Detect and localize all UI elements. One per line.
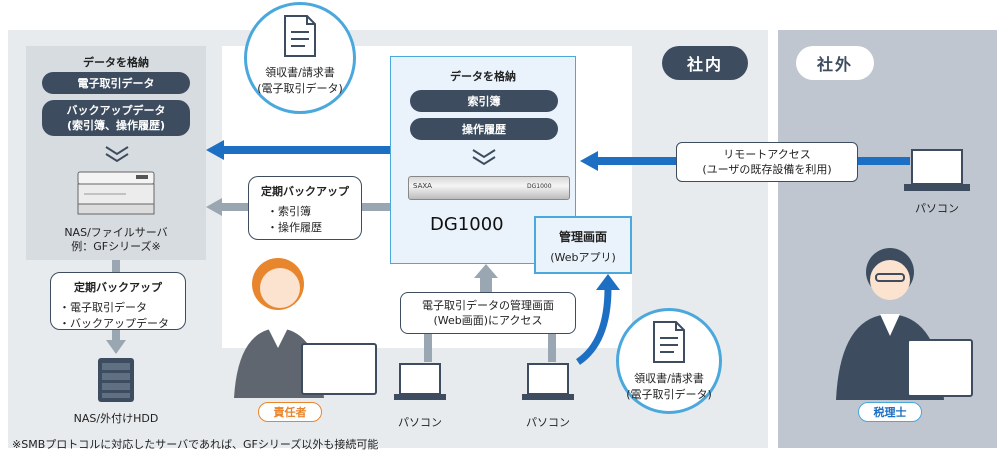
chevron-down-icon — [105, 146, 129, 163]
pc2-label: パソコン — [526, 416, 570, 429]
admin-screen-subtitle: (Webアプリ) — [550, 251, 616, 264]
document-callout-top-line2: (電子取引データ) — [257, 82, 343, 95]
nas-backup-title: 定期バックアップ — [74, 281, 162, 294]
footnote: ※SMBプロトコルに対応したサーバであれば、GFシリーズ以外も接続可能 — [12, 438, 379, 451]
nas-item-ec-data: 電子取引データ — [42, 72, 190, 94]
dg-backup-item: ・操作履歴 — [267, 221, 322, 234]
document-callout-bottom-line1: 領収書/請求書 — [634, 372, 704, 385]
admin-screen-title: 管理画面 — [558, 230, 607, 244]
dg1000-device-brand: SAXA — [413, 182, 432, 190]
access-box: 電子取引データの管理画面 (Web画面)にアクセス — [400, 292, 576, 334]
document-callout-top-line1: 領収書/請求書 — [265, 66, 335, 79]
dg-item-history: 操作履歴 — [410, 118, 558, 140]
manager-person-illustration — [234, 258, 377, 398]
admin-access-arrow — [575, 274, 620, 365]
nas-backup-item: ・バックアップデータ — [59, 317, 169, 330]
remote-access-subtitle: (ユーザの既存設備を利用) — [702, 163, 832, 176]
outside-zone-label: 社外 — [796, 46, 874, 80]
document-callout-bottom-line2: (電子取引データ) — [626, 388, 712, 401]
document-icon — [653, 321, 685, 363]
document-callout-top — [244, 2, 356, 114]
tax-accountant-illustration — [836, 248, 973, 400]
admin-screen-box: 管理画面 (Webアプリ) — [534, 216, 632, 274]
dg-backup-item: ・索引簿 — [267, 205, 311, 218]
document-icon — [284, 15, 316, 57]
access-title: 電子取引データの管理画面 — [422, 299, 554, 312]
nas-backup-item: ・電子取引データ — [59, 301, 147, 314]
dg1000-device-icon: SAXA DG1000 — [408, 176, 570, 200]
dg1000-label: DG1000 — [430, 214, 504, 235]
hdd-icon — [98, 358, 134, 402]
dg1000-device-model: DG1000 — [527, 183, 552, 190]
nas-item-backup-data: バックアップデータ(索引簿、操作履歴) — [42, 100, 190, 136]
remote-access-title: リモートアクセス — [723, 148, 811, 161]
nas-caption-1: NAS/ファイルサーバ — [64, 226, 168, 239]
dg-panel-title: データを格納 — [450, 70, 516, 83]
access-subtitle: (Web画面)にアクセス — [433, 314, 543, 327]
pc-remote-label: パソコン — [915, 202, 959, 215]
nas-server-icon — [77, 171, 155, 215]
hdd-caption: NAS/外付けHDD — [73, 412, 159, 425]
laptop-icon — [522, 363, 574, 400]
nas-caption-2: 例：GFシリーズ※ — [71, 240, 161, 253]
chevron-down-icon — [472, 149, 496, 166]
laptop-icon — [394, 363, 446, 400]
access-arrows — [424, 264, 556, 362]
remote-access-box: リモートアクセス (ユーザの既存設備を利用) — [676, 142, 858, 182]
tax-accountant-label: 税理士 — [858, 402, 922, 422]
dg-backup-title: 定期バックアップ — [261, 185, 349, 198]
nas-dg-arrows — [206, 140, 392, 216]
nas-panel-title: データを格納 — [83, 56, 149, 69]
manager-label: 責任者 — [258, 402, 322, 422]
pc1-label: パソコン — [398, 416, 442, 429]
nas-backup-box: 定期バックアップ ・電子取引データ ・バックアップデータ — [50, 272, 186, 330]
laptop-icon — [904, 149, 970, 191]
inside-zone-label: 社内 — [662, 46, 748, 80]
dg-backup-box: 定期バックアップ ・索引簿 ・操作履歴 — [248, 176, 362, 240]
dg-item-index: 索引簿 — [410, 90, 558, 112]
